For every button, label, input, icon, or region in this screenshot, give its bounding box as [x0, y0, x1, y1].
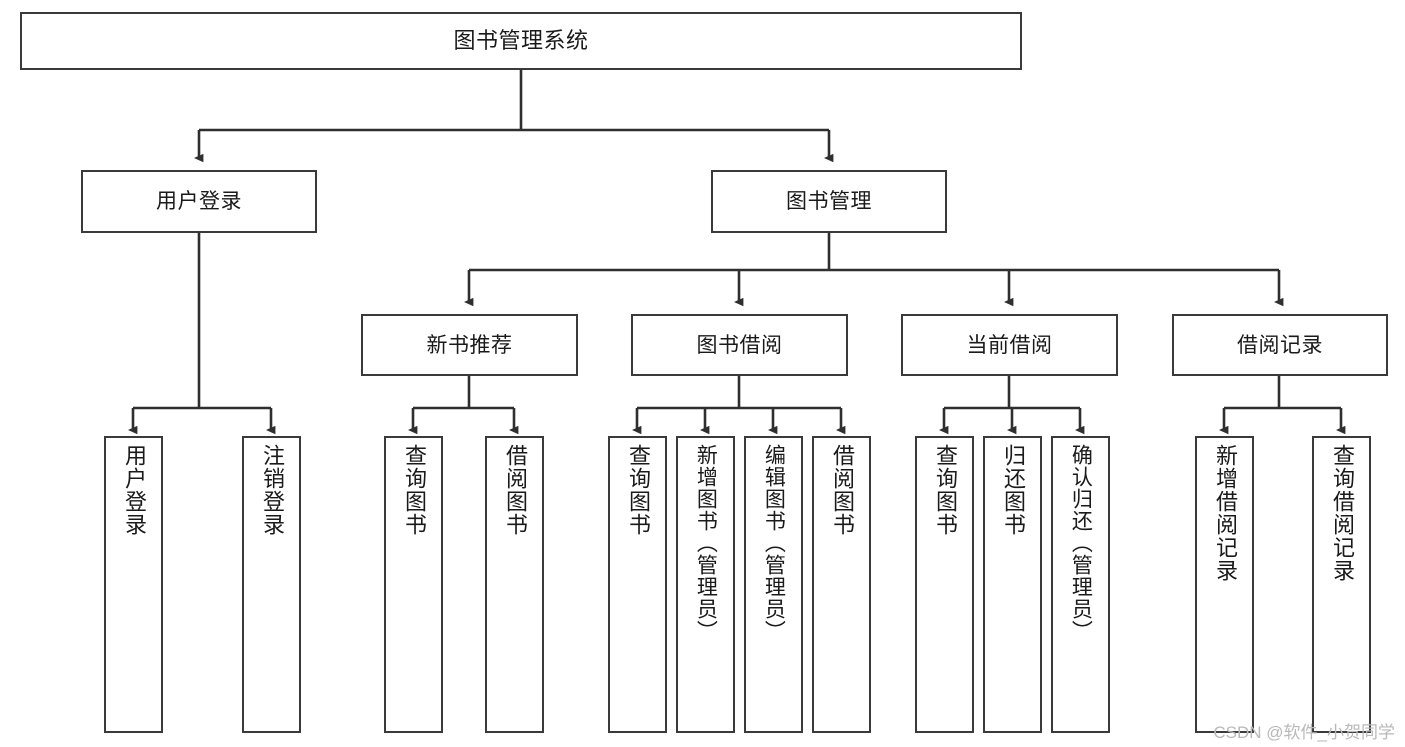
node-label: 新增借阅记录	[1212, 444, 1238, 582]
node-book-management[interactable]: 图书管理	[711, 170, 947, 233]
node-book-borrow[interactable]: 图书借阅	[631, 314, 848, 376]
node-label: 注销登录	[259, 444, 285, 536]
csdn-watermark: CSDN @软件_小贺同学	[1213, 723, 1395, 742]
node-label: 查询图书	[401, 444, 427, 536]
node-label: 当前借阅	[966, 333, 1053, 357]
node-label: 确认归还（管理员）	[1069, 444, 1093, 642]
node-borrow-record[interactable]: 借阅记录	[1172, 314, 1388, 376]
leaf-query-borrow-record[interactable]: 查询借阅记录	[1312, 436, 1371, 733]
node-label: 图书借阅	[696, 333, 783, 357]
node-current-borrow[interactable]: 当前借阅	[901, 314, 1118, 376]
node-root-system[interactable]: 图书管理系统	[20, 12, 1022, 70]
node-label: 新书推荐	[426, 333, 513, 357]
node-label: 借阅记录	[1237, 333, 1323, 357]
node-label: 归还图书	[1000, 444, 1026, 536]
node-label: 借阅图书	[829, 444, 855, 536]
leaf-logout-login[interactable]: 注销登录	[242, 436, 301, 733]
node-label: 新增图书（管理员）	[694, 444, 718, 642]
leaf-query-book-recommend[interactable]: 查询图书	[384, 436, 443, 733]
node-label: 查询图书	[932, 444, 958, 536]
leaf-add-book-admin[interactable]: 新增图书（管理员）	[676, 436, 735, 733]
node-label: 图书管理	[786, 190, 872, 213]
node-label: 用户登录	[121, 444, 147, 536]
leaf-query-book-borrow[interactable]: 查询图书	[608, 436, 667, 733]
node-label: 查询图书	[625, 444, 651, 536]
leaf-edit-book-admin[interactable]: 编辑图书（管理员）	[744, 436, 803, 733]
leaf-confirm-return-admin[interactable]: 确认归还（管理员）	[1051, 436, 1110, 733]
node-label: 用户登录	[156, 190, 242, 213]
node-user-login[interactable]: 用户登录	[81, 170, 317, 233]
node-new-book-recommend[interactable]: 新书推荐	[361, 314, 578, 376]
leaf-borrow-book-recommend[interactable]: 借阅图书	[485, 436, 544, 733]
leaf-add-borrow-record[interactable]: 新增借阅记录	[1195, 436, 1254, 733]
leaf-return-book[interactable]: 归还图书	[983, 436, 1042, 733]
leaf-query-book-current[interactable]: 查询图书	[915, 436, 974, 733]
node-label: 查询借阅记录	[1329, 444, 1355, 582]
leaf-borrow-book[interactable]: 借阅图书	[812, 436, 871, 733]
node-label: 借阅图书	[502, 444, 528, 536]
leaf-user-login[interactable]: 用户登录	[104, 436, 163, 733]
node-label: 编辑图书（管理员）	[762, 444, 786, 642]
node-label: 图书管理系统	[453, 28, 589, 53]
